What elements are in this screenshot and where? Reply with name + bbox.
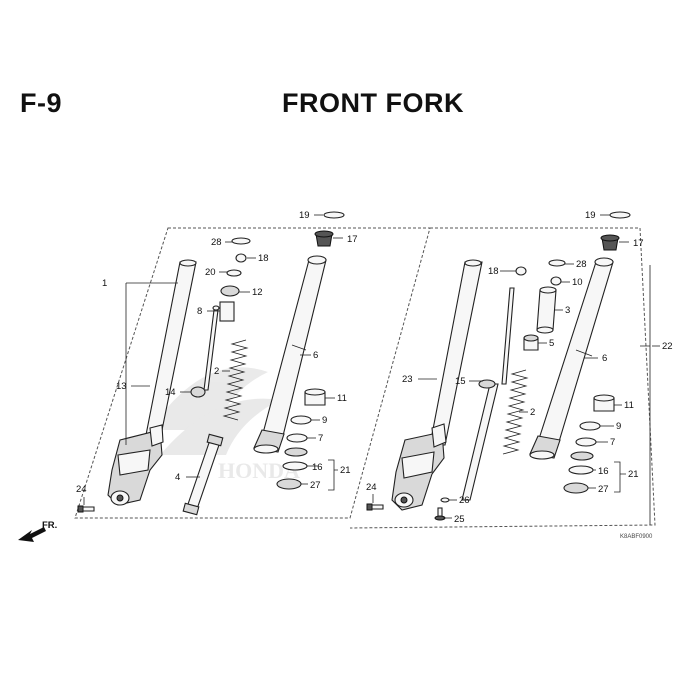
fork-cap-left: [314, 230, 334, 247]
o-ring-19-left: [323, 211, 345, 219]
part-10-right: [550, 276, 562, 286]
callout-24-right: 24: [366, 482, 377, 493]
left-fork-assembly: [77, 211, 345, 516]
outer-tube-right: [529, 257, 614, 460]
callout-16-left: 16: [312, 462, 323, 473]
callout-26-right: 26: [459, 495, 470, 506]
callout-18-right: 18: [488, 266, 499, 277]
callout-5-right: 5: [549, 338, 554, 349]
callout-9-right: 9: [616, 421, 621, 432]
left-callouts: 1 28 18 20 12 8 2 6 13 14 4 17 19: [76, 210, 358, 505]
damper-rod-left: [190, 305, 220, 398]
callout-3-right: 3: [565, 305, 570, 316]
callout-12-left: 12: [252, 287, 263, 298]
part-20-left: [226, 269, 242, 277]
callout-8-left: 8: [197, 306, 202, 317]
part-3-right: [536, 286, 557, 334]
callout-22-right: 22: [662, 341, 673, 352]
part-28-right: [548, 259, 566, 267]
callout-2-right: 2: [530, 407, 535, 418]
callout-10-right: 10: [572, 277, 583, 288]
callout-11-left: 11: [337, 393, 347, 404]
callout-17-right: 17: [633, 238, 644, 249]
page-title: FRONT FORK: [282, 88, 464, 118]
callout-9-left: 9: [322, 415, 327, 426]
fork-slider-right: [391, 423, 447, 511]
o-ring-19-right: [609, 211, 631, 219]
fork-cap-right: [600, 234, 620, 251]
callout-27-right: 27: [598, 484, 609, 495]
callout-17-left: 17: [347, 234, 358, 245]
fork-spring-right: [502, 369, 529, 455]
callout-11-right: 11: [624, 400, 634, 411]
seal-stack-right: [563, 394, 615, 494]
fork-spring-left: [222, 339, 249, 421]
callout-15-right: 15: [455, 376, 466, 387]
wing-logo-watermark: HONDA: [150, 367, 300, 483]
callout-2-left: 2: [214, 366, 219, 377]
bolt-24-left: [77, 505, 95, 513]
part-4-left: [182, 433, 224, 516]
washer-26-right: [440, 497, 450, 503]
part-18-left: [235, 253, 247, 263]
callout-18-left: 18: [258, 253, 269, 264]
right-fork-assembly: [366, 211, 631, 521]
damper-rod-right: [461, 287, 515, 501]
fr-direction-label: FR.: [42, 520, 57, 531]
callout-6-left: 6: [313, 350, 318, 361]
callout-28-left: 28: [211, 237, 222, 248]
callout-23-right: 23: [402, 374, 413, 385]
callout-21-right: 21: [628, 469, 639, 480]
part-18-right: [515, 266, 527, 276]
section-code: F-9: [20, 88, 62, 118]
callout-7-right: 7: [610, 437, 615, 448]
right-group-frame: [349, 227, 656, 529]
callout-4-left: 4: [175, 472, 180, 483]
callout-6-right: 6: [602, 353, 607, 364]
callout-19-left: 19: [299, 210, 310, 221]
part-5-right: [523, 334, 539, 351]
callout-13-left: 13: [116, 381, 127, 392]
fr-arrow-icon: FR.: [18, 520, 57, 542]
callout-24-left: 24: [76, 484, 87, 495]
callout-27-left: 27: [310, 480, 321, 491]
right-callouts: 19 17 18 28 10 3 5 6 22 23 15 2 11: [366, 210, 673, 525]
fork-slider-left: [107, 424, 164, 506]
callout-20-left: 20: [205, 267, 216, 278]
callout-7-left: 7: [318, 433, 323, 444]
callout-1: 1: [102, 278, 107, 289]
spring-collar-left: [219, 301, 235, 322]
outer-tube-left: [253, 255, 327, 454]
part-28-left: [231, 237, 251, 245]
callout-14-left: 14: [165, 387, 176, 398]
callout-19-right: 19: [585, 210, 596, 221]
left-group-frame: [74, 227, 431, 519]
bolt-24-right: [366, 503, 384, 511]
callout-21-left: 21: [340, 465, 351, 476]
part-12-left: [220, 285, 240, 297]
callout-25-right: 25: [454, 514, 465, 525]
callout-16-right: 16: [598, 466, 609, 477]
diagram-code: K8ABF0900: [620, 534, 653, 540]
callout-28-right: 28: [576, 259, 587, 270]
inner-tube-right: [429, 259, 483, 446]
